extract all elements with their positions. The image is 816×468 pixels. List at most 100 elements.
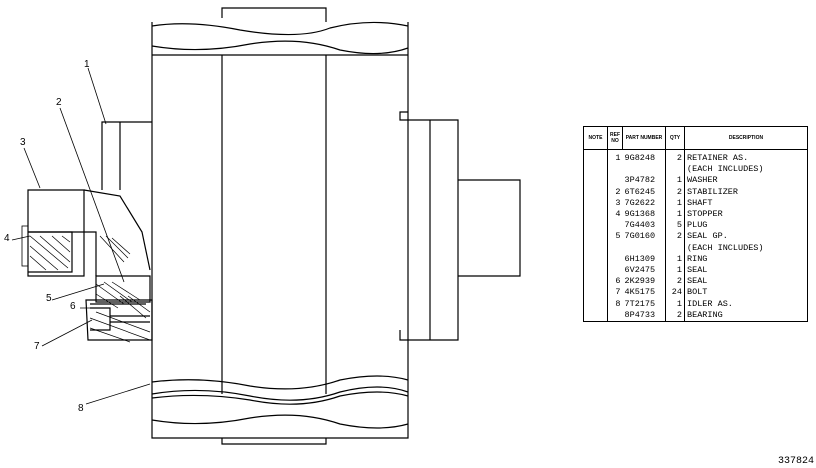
- cell-pn: 7G4403: [622, 220, 666, 232]
- cell-note: [583, 253, 608, 265]
- cell-ref: 3: [615, 197, 621, 208]
- upper-rim: [151, 7, 409, 56]
- cell-ref: 2: [615, 186, 621, 197]
- cell-desc: SHAFT: [684, 197, 808, 209]
- cell-ref: [608, 220, 623, 231]
- cell-qty: 2: [676, 186, 682, 197]
- cell-desc: BEARING: [684, 309, 808, 322]
- cell-desc: PLUG: [684, 220, 808, 232]
- cell-ref: [607, 309, 623, 322]
- cell-ref: 8: [615, 298, 621, 309]
- header-ref-no: REF NO: [607, 126, 623, 150]
- cell-ref: [608, 265, 623, 276]
- cell-ref: [608, 175, 623, 186]
- cell-desc: BOLT: [684, 287, 808, 299]
- parts-list-table: NOTE REF NO PART NUMBER QTY DESCRIPTION …: [583, 126, 808, 322]
- cell-qty: 2: [676, 231, 682, 242]
- cell-pn: 9G8248: [622, 149, 666, 165]
- cell-qty: 1: [676, 298, 682, 309]
- cell-note: [583, 298, 608, 310]
- cell-qty: 1: [676, 197, 682, 208]
- left-cutaway-section: [21, 189, 153, 343]
- cell-pn: [622, 164, 666, 176]
- cell-note: [583, 287, 608, 299]
- cell-pn: 2K2939: [622, 276, 666, 288]
- cell-ref: 1: [615, 153, 621, 164]
- cell-qty: 1: [676, 253, 682, 264]
- callout-3: 3: [20, 137, 26, 148]
- cell-pn: 4K5175: [622, 287, 666, 299]
- callout-6: 6: [70, 301, 76, 312]
- cell-qty: 1: [676, 264, 682, 275]
- cell-pn: 7T2175: [622, 298, 666, 310]
- cell-ref: [608, 164, 623, 175]
- cell-qty: 2: [676, 153, 682, 164]
- cell-ref: 7: [615, 287, 621, 298]
- header-note: NOTE: [583, 126, 608, 150]
- cell-ref: [608, 243, 623, 254]
- cell-desc: STABILIZER: [684, 186, 808, 198]
- left-hub: [101, 121, 152, 190]
- cell-pn: [622, 242, 666, 254]
- cell-ref: 6: [615, 276, 621, 287]
- cell-note: [583, 242, 608, 254]
- cell-note: [583, 208, 608, 221]
- cell-qty: 5: [676, 220, 682, 231]
- cell-pn: 8P4733: [622, 309, 666, 322]
- cell-desc: (EACH INCLUDES): [684, 164, 808, 176]
- right-hub: [399, 111, 521, 341]
- cell-qty: 2: [665, 309, 685, 322]
- callout-4: 4: [4, 233, 10, 244]
- cell-qty: [666, 243, 685, 254]
- cell-qty: 1: [676, 175, 682, 186]
- cell-desc: RETAINER AS.: [684, 149, 808, 165]
- leader-lines: [11, 67, 151, 405]
- cell-qty: 24: [671, 287, 682, 298]
- cell-note: [583, 231, 608, 243]
- idler-drum: [151, 55, 409, 405]
- cell-ref: 5: [615, 231, 621, 242]
- table-row: (EACH INCLUDES): [583, 164, 808, 176]
- cell-desc: (EACH INCLUDES): [684, 242, 808, 254]
- cell-pn: 3P4782: [622, 175, 666, 187]
- header-description: DESCRIPTION: [684, 126, 808, 150]
- cell-note: [583, 186, 608, 198]
- callout-1: 1: [84, 59, 90, 70]
- cell-qty: 1: [676, 209, 682, 220]
- callout-5: 5: [46, 293, 52, 304]
- figure-number: 337824: [778, 456, 815, 467]
- cell-note: [583, 276, 608, 288]
- lower-rim: [151, 386, 409, 445]
- cell-ref: 4: [615, 209, 621, 220]
- cell-pn: 6V2475: [622, 264, 666, 277]
- cell-pn: 7G0160: [622, 231, 666, 243]
- cell-note: [583, 197, 608, 209]
- cell-pn: 9G1368: [622, 208, 666, 221]
- cell-note: [583, 175, 608, 187]
- callout-2: 2: [56, 97, 62, 108]
- cell-desc: IDLER AS.: [684, 298, 808, 310]
- callout-7: 7: [34, 341, 40, 352]
- cell-note: [583, 220, 608, 232]
- cell-desc: RING: [684, 253, 808, 265]
- callout-8: 8: [78, 403, 84, 414]
- cell-qty: [666, 164, 685, 175]
- cell-note: [583, 149, 608, 165]
- parts-table-header: NOTE REF NO PART NUMBER QTY DESCRIPTION: [583, 126, 808, 150]
- header-qty: QTY: [665, 126, 685, 150]
- cell-note: [583, 309, 608, 322]
- cell-desc: SEAL: [684, 276, 808, 288]
- cell-desc: STOPPER: [684, 208, 808, 221]
